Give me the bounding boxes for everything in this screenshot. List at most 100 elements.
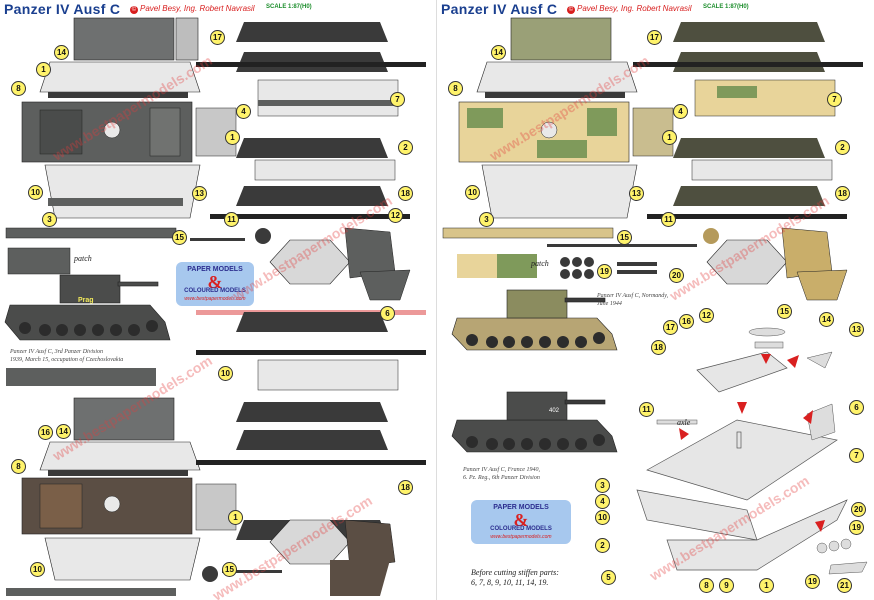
- assembly-number: 16: [679, 314, 694, 329]
- patch-block: [7, 247, 71, 275]
- part-number: 14: [54, 45, 69, 60]
- turret-roof-panel-2: [73, 397, 175, 441]
- assembly-instructions: Before cutting stiffen parts: 6, 7, 8, 9…: [471, 568, 559, 587]
- part-number: 7: [827, 92, 842, 107]
- part-number: 7: [390, 92, 405, 107]
- turret-octagon: [269, 239, 351, 285]
- right-model-sheet: Panzer IV Ausf C ©Pavel Besy, Ing. Rober…: [437, 0, 874, 600]
- assembly-number: 1: [759, 578, 774, 593]
- part-number: 1: [662, 130, 677, 145]
- assembly-number: 13: [849, 322, 864, 337]
- axle-label: axle: [677, 418, 691, 427]
- left-sheet-artwork: Prag: [4, 17, 426, 596]
- assembly-diagram: [636, 351, 848, 571]
- assembly-arrows: [679, 354, 825, 532]
- left-model-sheet: Panzer IV Ausf C ©Pavel Besy, Ing. Rober…: [4, 1, 426, 600]
- part-number: 6: [380, 306, 395, 321]
- fender-strip: [5, 227, 177, 239]
- author-name: Pavel Besy, Ing. Robert Navrasil: [577, 4, 692, 13]
- part-number: 2: [398, 140, 413, 155]
- part-number: 1: [228, 510, 243, 525]
- part-number: 17: [647, 30, 662, 45]
- tank-caption-normandy: Panzer IV Ausf C, Normandy, June 1944: [597, 293, 669, 307]
- part-number: 14: [491, 45, 506, 60]
- hull-side-plate: [39, 61, 201, 93]
- part-number: 20: [669, 268, 684, 283]
- assembly-number: 11: [639, 402, 654, 417]
- part-number: 2: [835, 140, 850, 155]
- patch-label: patch: [531, 259, 549, 268]
- assembly-number: 21: [837, 578, 852, 593]
- part-number: 14: [56, 424, 71, 439]
- part-number: 19: [597, 264, 612, 279]
- hull-lower-side: [44, 164, 201, 219]
- tank-prag-marking: Prag: [78, 297, 94, 304]
- logo-line-1: PAPER MODELS: [493, 504, 549, 511]
- scale-label: SCALE 1:87(H0): [266, 4, 312, 10]
- part-number: 8: [11, 459, 26, 474]
- turret-sides: [344, 227, 396, 279]
- assembly-number: 7: [849, 448, 864, 463]
- assembly-number: 2: [595, 538, 610, 553]
- assembly-number: 4: [595, 494, 610, 509]
- publisher-logo: PAPER MODELS & COLOURED MODELS www.bestp…: [176, 262, 254, 306]
- road-wheel-panel: [254, 159, 396, 181]
- part-number: 10: [30, 562, 45, 577]
- assembly-number: 19: [805, 574, 820, 589]
- assembly-number: 14: [819, 312, 834, 327]
- assembly-number: 9: [719, 578, 734, 593]
- part-number: 15: [617, 230, 632, 245]
- assembly-number: 19: [849, 520, 864, 535]
- part-number: 11: [224, 212, 239, 227]
- assembly-number: 18: [651, 340, 666, 355]
- assembly-number: 10: [595, 510, 610, 525]
- logo-ampersand: &: [513, 510, 529, 530]
- assembly-number: 15: [777, 304, 792, 319]
- copyright-icon: ©: [567, 6, 575, 14]
- part-number: 12: [388, 208, 403, 223]
- turret-roof-panel: [510, 17, 612, 61]
- turret-roof-panel: [73, 17, 175, 61]
- scale-label: SCALE 1:87(H0): [703, 4, 749, 10]
- copyright-icon: ©: [130, 6, 138, 14]
- assembly-number: 8: [699, 578, 714, 593]
- part-number: 10: [465, 185, 480, 200]
- publisher-logo: PAPER MODELS & COLOURED MODELS www.bestp…: [471, 500, 571, 544]
- author-credit: ©Pavel Besy, Ing. Robert Navrasil: [567, 4, 692, 14]
- hull-side-light: [257, 79, 399, 117]
- part-number: 3: [479, 212, 494, 227]
- part-number: 13: [192, 186, 207, 201]
- sheet-title: Panzer IV Ausf C: [441, 1, 558, 17]
- logo-url: www.bestpapermodels.com: [490, 534, 552, 540]
- logo-line-2: COLOURED MODELS: [184, 288, 246, 294]
- part-number: 4: [236, 104, 251, 119]
- part-number: 13: [629, 186, 644, 201]
- part-number: 8: [11, 81, 26, 96]
- part-number: 18: [835, 186, 850, 201]
- part-number: 18: [398, 480, 413, 495]
- gun-barrel: [190, 238, 245, 241]
- part-number: 1: [225, 130, 240, 145]
- track-strip: [48, 92, 188, 98]
- right-sheet-artwork: 402: [442, 17, 868, 575]
- engine-deck-panel: [175, 17, 199, 61]
- tank-caption: Panzer IV Ausf C, 3rd Panzer Division 19…: [10, 349, 124, 363]
- patch-circles: [560, 257, 594, 279]
- patch-block: [457, 254, 497, 278]
- author-credit: ©Pavel Besy, Ing. Robert Navrasil: [130, 4, 255, 14]
- logo-url: www.bestpapermodels.com: [184, 296, 246, 302]
- assembly-number: 20: [851, 502, 866, 517]
- part-number: 3: [42, 212, 57, 227]
- part-number: 17: [210, 30, 225, 45]
- assembly-number: 3: [595, 478, 610, 493]
- part-number: 1: [36, 62, 51, 77]
- part-number: 18: [398, 186, 413, 201]
- sheet-divider: [436, 0, 437, 600]
- patch-label: patch: [74, 254, 92, 263]
- sheet-title: Panzer IV Ausf C: [4, 1, 121, 17]
- logo-line-2: COLOURED MODELS: [490, 526, 552, 532]
- assembly-number: 6: [849, 400, 864, 415]
- assembly-number: 12: [699, 308, 714, 323]
- part-number: 15: [222, 562, 237, 577]
- part-number: 4: [673, 104, 688, 119]
